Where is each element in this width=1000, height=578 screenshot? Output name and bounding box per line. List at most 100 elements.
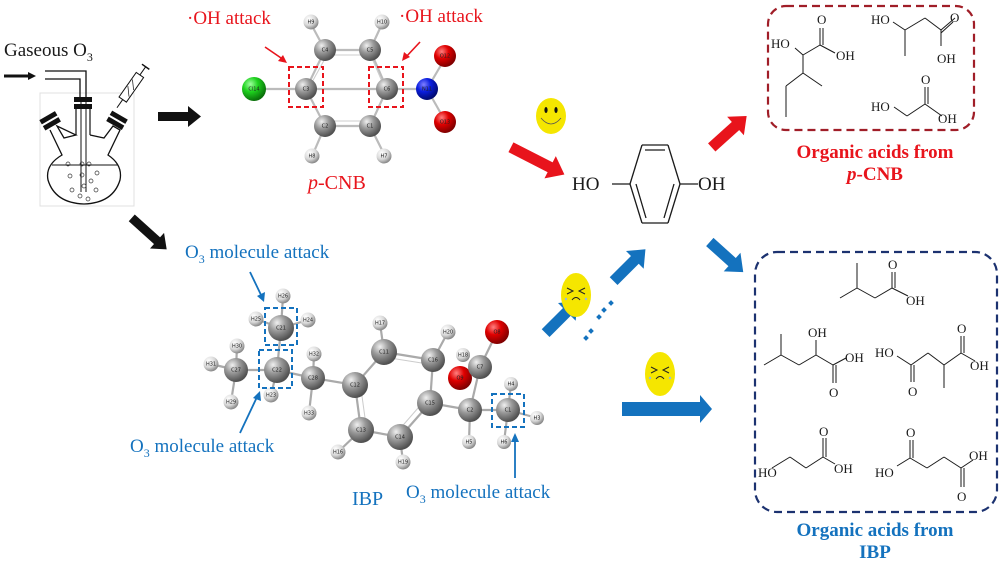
atom-sphere <box>440 324 456 340</box>
atom-label: Cl14 <box>248 87 259 93</box>
atom-label: C4 <box>322 48 329 54</box>
label-ho: HO <box>758 465 777 480</box>
atom-label: H5 <box>466 440 473 446</box>
atom-label: H20 <box>443 330 453 336</box>
atom-sphere <box>458 398 482 422</box>
atom-sphere <box>371 339 397 365</box>
reactor-label-main: Gaseous O <box>4 40 87 61</box>
atom-sphere <box>248 311 264 327</box>
atom-sphere <box>224 358 248 382</box>
atom-label: H6 <box>501 440 508 446</box>
atom-label: O12 <box>440 54 450 60</box>
label-oh: OH <box>969 448 988 463</box>
atom-sphere <box>395 454 411 470</box>
atom-label: H23 <box>266 393 276 399</box>
atom-label: C12 <box>350 383 360 389</box>
atom-sphere <box>268 315 294 341</box>
blue-arrow-hydroquinone-to-ibp-acids <box>706 237 744 273</box>
atom-h10 <box>374 14 390 30</box>
atom-label: H30 <box>232 344 242 350</box>
blue-arrow-ibp-to-acids <box>622 395 712 423</box>
label-oh: OH <box>836 48 855 63</box>
atom-label: C6 <box>384 87 391 93</box>
label-ho: HO <box>771 36 790 51</box>
attack-arrow-left <box>264 46 287 63</box>
atom-label: C5 <box>367 48 374 54</box>
atom-label: C2 <box>467 408 474 414</box>
blue-dotted-path <box>583 300 614 341</box>
atom-sphere <box>372 315 388 331</box>
ibp-acid-2 <box>763 334 847 383</box>
label-ho: HO <box>875 345 894 360</box>
syringe-icon <box>116 63 150 109</box>
oh-attack-label-right: ·OH attack <box>399 6 483 27</box>
smiley-face-icon <box>536 98 566 134</box>
label-o: O <box>906 425 915 440</box>
atom-sphere <box>348 417 374 443</box>
o3-rest: molecule attack <box>149 436 275 457</box>
atom-label: C15 <box>425 401 435 407</box>
label-oh: OH <box>937 51 956 66</box>
atom-label: H17 <box>375 321 385 327</box>
label-o: O <box>921 72 930 87</box>
atom-sphere <box>263 387 279 403</box>
atom-label: H3 <box>534 416 541 422</box>
atom-label: O8 <box>493 330 500 336</box>
attack-site-box-c22 <box>258 349 293 389</box>
atom-label: H19 <box>398 460 408 466</box>
atom-label: H8 <box>309 154 316 160</box>
pcnb-name: p-CNB <box>308 172 366 195</box>
atom-sphere <box>275 288 291 304</box>
atom-sphere <box>203 356 219 372</box>
atom-c3 <box>295 78 317 100</box>
red-arrow-to-pcnb-acids <box>708 115 747 152</box>
atom-label: C7 <box>477 365 484 371</box>
label-o: O <box>957 321 966 336</box>
atom-label: H31 <box>206 362 216 368</box>
attack-arrow-c1 <box>511 433 519 478</box>
ibp-products-box <box>753 250 999 514</box>
atom-label: C2 <box>322 124 329 130</box>
atom-sphere <box>264 357 290 383</box>
atom-sphere <box>530 411 544 425</box>
label-o: O <box>957 489 966 504</box>
attack-site-box-c1 <box>491 393 525 428</box>
reactor-label-sub: 3 <box>86 49 93 64</box>
atom-c5 <box>359 39 381 61</box>
atom-label: C27 <box>231 368 241 374</box>
label-oh: OH <box>834 461 853 476</box>
atom-h8 <box>304 148 320 164</box>
atom-label: H9 <box>308 20 315 26</box>
atom-label: H7 <box>381 154 388 160</box>
ibp-products-title-line2: IBP <box>859 542 891 563</box>
pcnb-acid-3 <box>893 87 943 117</box>
ibp-acid-3 <box>896 336 976 388</box>
atom-sphere <box>306 346 322 362</box>
atom-o12 <box>434 45 456 67</box>
atom-label: C28 <box>308 376 318 382</box>
attack-arrow-c22 <box>239 391 261 434</box>
hydroquinone-ho-label: HO <box>572 174 599 195</box>
label-oh: OH <box>906 293 925 308</box>
title-rest: -CNB <box>856 164 903 185</box>
attack-arrow-right <box>402 41 421 61</box>
red-arrow-to-hydroquinone <box>508 142 565 179</box>
atom-label: H16 <box>333 450 343 456</box>
label-ho: HO <box>871 12 890 27</box>
ibp-acid-1 <box>839 263 909 299</box>
hydroquinone-oh-label: OH <box>698 174 726 195</box>
o3-sub: 3 <box>419 491 426 506</box>
ibp-acid-5 <box>896 440 974 487</box>
atom-sphere <box>504 377 518 391</box>
atom-sphere <box>468 355 492 379</box>
label-o: O <box>817 12 826 27</box>
atom-label: H4 <box>508 382 515 388</box>
atom-label: H26 <box>278 294 288 300</box>
ibp-name: IBP <box>352 488 384 510</box>
atom-sphere <box>417 390 443 416</box>
label-ho: HO <box>871 99 890 114</box>
pcnb-name-rest: -CNB <box>318 172 366 194</box>
crying-face-icon <box>645 352 675 396</box>
atom-sphere <box>497 435 511 449</box>
atom-sphere <box>387 424 413 450</box>
